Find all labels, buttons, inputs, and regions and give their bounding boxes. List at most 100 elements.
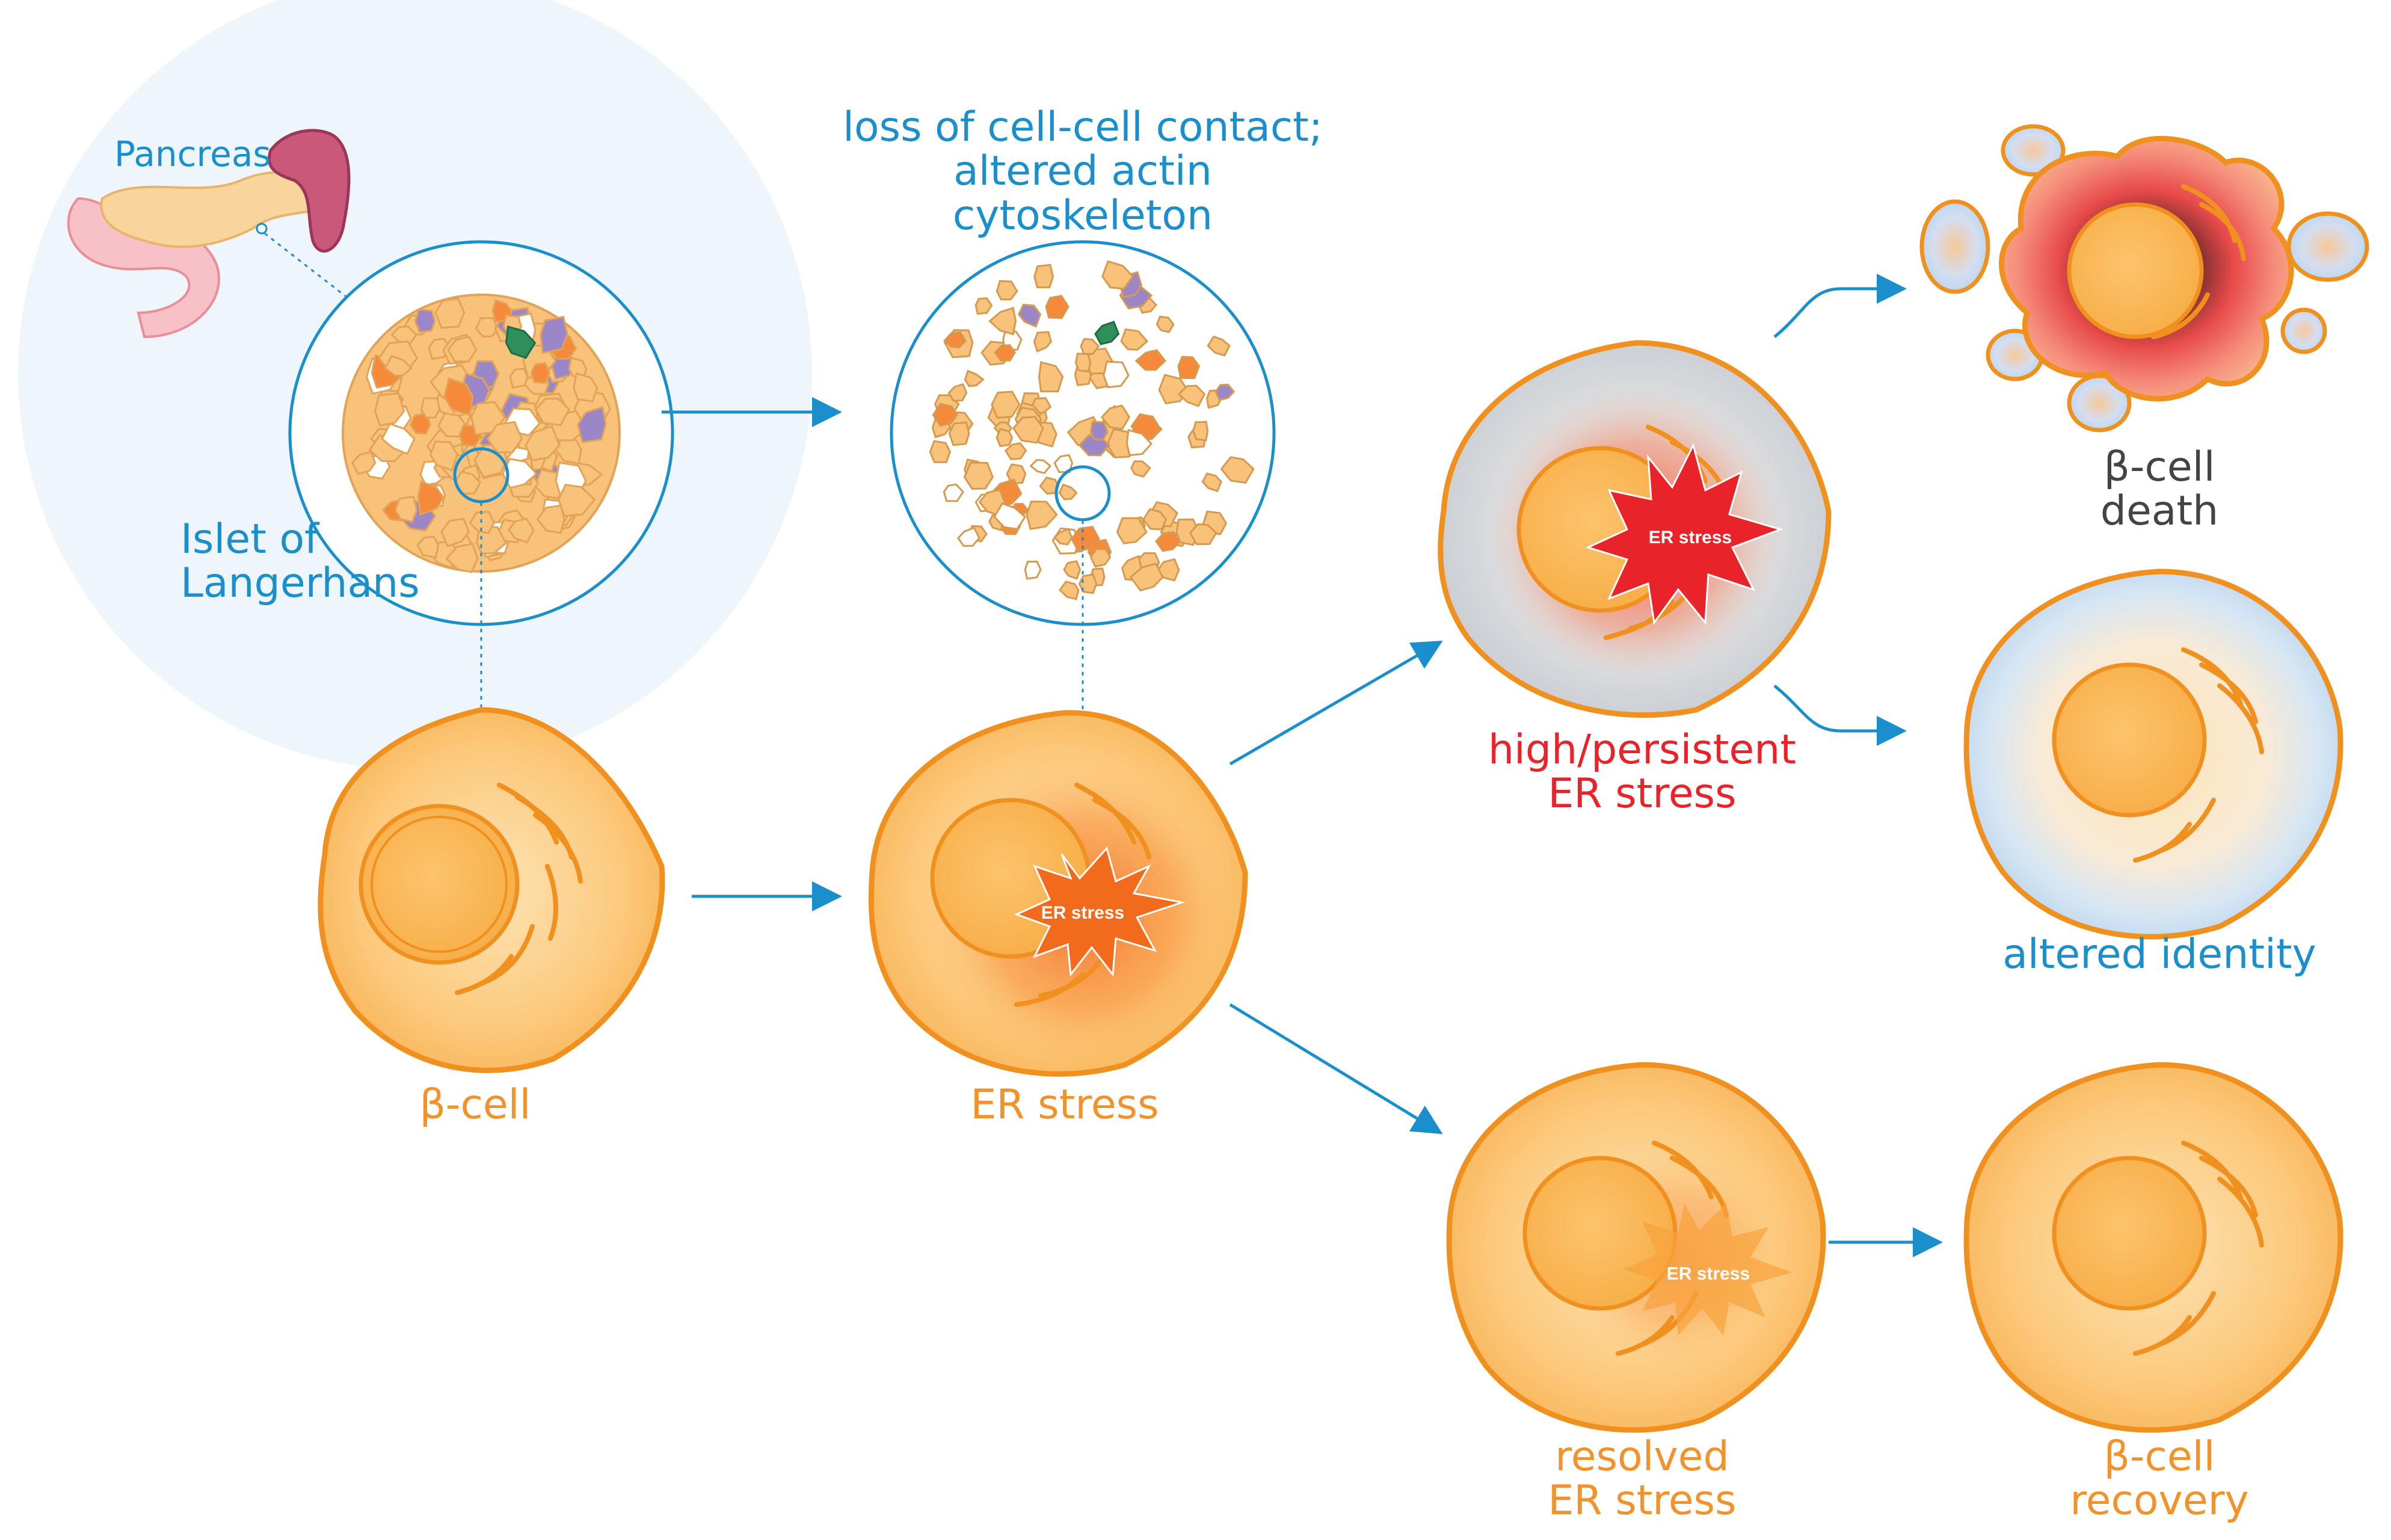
- altered-identity-label: altered identity: [2002, 931, 2316, 978]
- high-burst-label: ER stress: [1649, 528, 1732, 547]
- islet-cell-shape: [576, 405, 607, 443]
- stress-burst-faded: [1624, 1203, 1792, 1335]
- islet-cell-shape: [416, 535, 440, 559]
- loss-contact-line-1: loss of cell-cell contact;: [843, 103, 1323, 151]
- flow-arrows: [662, 274, 1943, 1257]
- high-stress-cell: ER stress: [1438, 340, 1832, 718]
- islet-cell-shape: [1089, 420, 1109, 441]
- islet-cell-shape: [1059, 581, 1080, 600]
- resolved-burst-label: ER stress: [1667, 1264, 1750, 1284]
- islet-cell-shape: [1142, 508, 1168, 531]
- high-stress-line-2: ER stress: [1548, 770, 1737, 818]
- islet-cell-shape: [1101, 260, 1134, 290]
- pancreas-label: Pancreas: [114, 134, 271, 174]
- resolved-line-2: ER stress: [1548, 1477, 1737, 1525]
- islet-label: Islet of Langerhans: [180, 517, 420, 606]
- islet-cell-shape: [1201, 472, 1223, 493]
- recovered-cell: [1963, 1062, 2343, 1433]
- arrow-high-to-death: [1773, 274, 1907, 338]
- dying-cell: [1919, 124, 2369, 433]
- islet-cell-shape: [417, 480, 445, 516]
- islet-cell-shape: [1129, 562, 1164, 592]
- islet-cell-shape: [1063, 560, 1082, 580]
- arrow-high-to-identity: [1773, 685, 1907, 746]
- islet-cell-shape: [1134, 349, 1166, 371]
- islet-cell-shape: [1012, 416, 1044, 444]
- beta-cell-label: β-cell: [419, 1081, 531, 1129]
- islet-cell-shape: [1024, 560, 1042, 580]
- stress-burst-red: [1585, 442, 1783, 625]
- islet-cell-shape: [943, 483, 964, 502]
- islet-cell-shape: [536, 504, 565, 534]
- islet-cell-shape: [1120, 328, 1149, 351]
- resolved-label: resolved ER stress: [1486, 1435, 1799, 1523]
- islet-cell-shape: [445, 543, 479, 573]
- islet-cell-shape: [974, 297, 993, 315]
- islet-cell-shape: [505, 325, 537, 359]
- islet-cell-shape: [429, 440, 458, 472]
- islet-cell-shape: [1018, 303, 1042, 328]
- loss-contact-line-2: altered actin: [953, 147, 1212, 196]
- islet-cell-shape: [929, 440, 952, 463]
- stress-burst-label: ER stress: [1041, 903, 1124, 923]
- er-stress-cell: ER stress: [868, 710, 1248, 1077]
- death-line-1: β-cell: [2103, 443, 2215, 491]
- islet-cell-shape: [509, 368, 529, 389]
- islet-of-langerhans: [288, 240, 674, 710]
- death-label: β-cell death: [2033, 445, 2286, 534]
- islet-cell-shape: [420, 397, 441, 419]
- islet-label-line-1: Islet of: [180, 516, 319, 563]
- islet-cell-shape: [1155, 531, 1181, 552]
- death-line-2: death: [2100, 487, 2219, 535]
- islet-cell-shape: [1103, 360, 1130, 389]
- islet-cell-shape: [1089, 548, 1112, 568]
- islet-cell-shape: [1125, 428, 1153, 457]
- islet-cell-shape: [956, 526, 980, 547]
- islet-cell-shape: [963, 461, 994, 490]
- stress-burst-orange: [1014, 846, 1186, 977]
- islet-cell-shape: [1192, 420, 1209, 442]
- islet-cell-shape: [1155, 315, 1175, 333]
- recovery-line-1: β-cell: [2103, 1433, 2215, 1480]
- er-stress-label: ER stress: [970, 1081, 1159, 1129]
- islet-cell-shape: [1029, 459, 1052, 475]
- high-stress-label: high/persistent ER stress: [1426, 728, 1859, 816]
- islet-cell-shape: [1116, 517, 1148, 544]
- resolved-stress-cell: ER stress: [1446, 1062, 1826, 1433]
- arrow-stress-to-resolved: [1229, 1003, 1443, 1135]
- high-stress-line-1: high/persistent: [1488, 726, 1797, 774]
- islet-cell-shape: [1038, 361, 1064, 393]
- islet-cell-shape: [1100, 404, 1131, 430]
- islet-cell-shape: [988, 306, 1017, 336]
- islet-cell-shape: [1130, 460, 1151, 478]
- islet-cell-shape: [993, 502, 1027, 531]
- islet-cell-shape: [394, 495, 418, 523]
- islet-cell-shape: [1094, 321, 1120, 345]
- islet-cell-shape: [995, 428, 1014, 448]
- islet-cell-shape: [374, 392, 405, 427]
- pancreas-organ: [67, 129, 368, 339]
- islet-cell-shape: [1026, 500, 1058, 531]
- islet-cell-shape: [437, 412, 468, 438]
- islet-cell-shape: [1080, 337, 1100, 355]
- disrupted-islet: [890, 240, 1276, 710]
- islet-cell-shape: [1207, 335, 1231, 357]
- islet-cell-shape: [948, 421, 970, 446]
- beta-cell: [318, 707, 665, 1073]
- islet-cell-shape: [434, 298, 466, 329]
- islet-cell-shape: [947, 383, 968, 402]
- islet-label-line-2: Langerhans: [180, 559, 420, 608]
- islet-cell-shape: [1220, 456, 1255, 484]
- recovery-line-2: recovery: [2070, 1477, 2249, 1525]
- islet-cell-shape: [1045, 295, 1069, 319]
- islet-cell-shape: [1004, 442, 1027, 460]
- islet-cell-shape: [414, 308, 436, 333]
- islet-cell-shape: [525, 425, 561, 461]
- islet-cell-shape: [1074, 353, 1092, 373]
- altered-identity-cell: [1963, 568, 2343, 940]
- loss-contact-line-3: cytoskeleton: [952, 191, 1213, 239]
- resolved-line-1: resolved: [1555, 1433, 1729, 1480]
- islet-cell-shape: [486, 420, 523, 454]
- islet-cell-shape: [475, 317, 499, 337]
- islet-cell-shape: [475, 526, 508, 555]
